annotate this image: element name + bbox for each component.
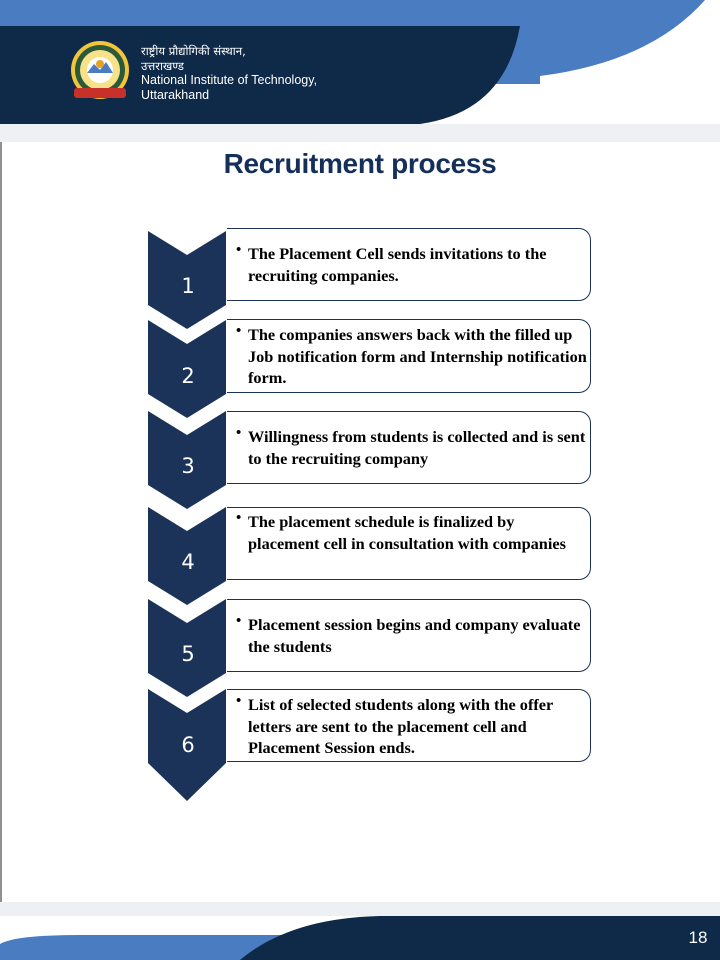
bullet-1: • bbox=[236, 242, 242, 258]
institute-name: राष्ट्रीय प्रौद्योगिकी संस्थान, उत्तराखण… bbox=[141, 44, 317, 102]
step-number-4: 4 bbox=[181, 550, 195, 574]
nit-uttarakhand-logo bbox=[71, 41, 129, 99]
institute-name-hindi-line1: राष्ट्रीय प्रौद्योगिकी संस्थान, bbox=[141, 44, 246, 58]
step-chevron-4 bbox=[148, 507, 226, 605]
bullet-5: • bbox=[236, 613, 242, 629]
step-number-1: 1 bbox=[181, 274, 195, 298]
step-text-4: The placement schedule is finalized by p… bbox=[248, 512, 566, 553]
institute-name-english-line1: National Institute of Technology, bbox=[141, 73, 318, 87]
footer-shadow bbox=[0, 902, 720, 916]
bullet-2: • bbox=[236, 323, 242, 339]
step-box-3 bbox=[227, 411, 591, 484]
step-chevron-5 bbox=[148, 599, 226, 697]
institute-name-english-line2: Uttarakhand bbox=[141, 87, 210, 102]
step-box-4 bbox=[227, 507, 591, 580]
step-number-2: 2 bbox=[181, 364, 195, 388]
step-text-6: List of selected students along with the… bbox=[248, 695, 553, 757]
step-chevron-3 bbox=[148, 411, 226, 509]
bullet-3: • bbox=[236, 425, 242, 441]
step-box-6 bbox=[227, 689, 591, 762]
step-box-5 bbox=[227, 599, 591, 672]
header-shadow bbox=[0, 124, 720, 142]
step-text-3: Willingness from students is collected a… bbox=[248, 427, 586, 468]
step-box-2 bbox=[227, 319, 591, 393]
page-number: 18 bbox=[688, 928, 708, 947]
step-number-5: 5 bbox=[181, 642, 195, 666]
slide-title: Recruitment process bbox=[223, 148, 497, 179]
header-navy-band bbox=[0, 26, 520, 124]
step-number-6: 6 bbox=[181, 733, 195, 757]
step-number-3: 3 bbox=[181, 454, 195, 478]
step-text-2: The companies answers back with the fill… bbox=[248, 325, 587, 387]
bullet-4: • bbox=[236, 510, 242, 526]
step-text-1: The Placement Cell sends invitations to … bbox=[248, 244, 547, 285]
step-text-5: Placement session begins and company eva… bbox=[248, 615, 581, 656]
step-box-1 bbox=[227, 228, 591, 301]
step-chevron-1 bbox=[148, 231, 226, 329]
footer-navy-band bbox=[240, 916, 720, 960]
bullet-6: • bbox=[236, 693, 242, 709]
footer-blue-band bbox=[0, 935, 300, 960]
step-chevron-2 bbox=[148, 320, 226, 418]
institute-name-hindi-line2: उत्तराखण्ड bbox=[141, 58, 184, 73]
step-chevron-6 bbox=[148, 689, 226, 801]
